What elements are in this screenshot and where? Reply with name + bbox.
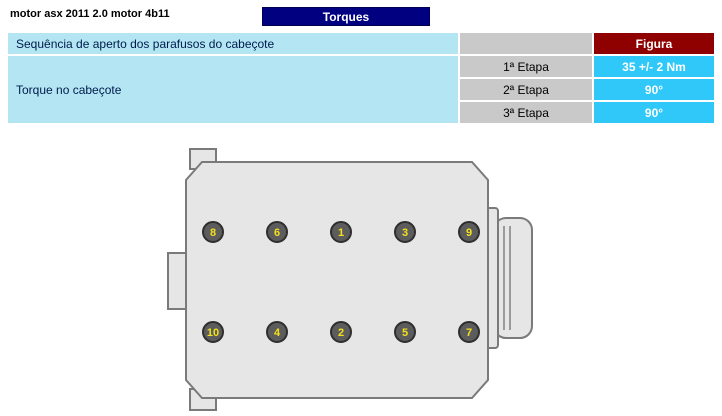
step-3-value-cell: 90° [594,102,714,123]
sequence-header-cell: Sequência de aperto dos parafusos do cab… [8,33,458,54]
bolt-number: 9 [466,227,472,239]
bolt-circle [330,321,352,343]
bolt-circle [394,321,416,343]
bolt-number: 3 [402,227,408,239]
bolt-5: 5 [394,321,416,343]
bolt-1: 1 [330,221,352,243]
bolt-circle [202,221,224,243]
torque-row-label-cell: Torque no cabeçote [8,56,458,123]
cylinder-head-body [185,161,489,399]
bolt-number: 4 [274,327,281,339]
bolt-circle [394,221,416,243]
page-title: motor asx 2011 2.0 motor 4b11 [10,8,170,20]
step-2-label-cell: 2ª Etapa [460,79,592,100]
bolt-number: 10 [207,327,219,339]
bolt-number: 7 [466,327,472,339]
engine-end-cap [493,217,533,339]
bolt-circle [458,321,480,343]
bolt-4: 4 [266,321,288,343]
bolt-3: 3 [394,221,416,243]
figura-header-cell: Figura [594,33,714,54]
bolt-2: 2 [330,321,352,343]
bolt-7: 7 [458,321,480,343]
engine-diagram: 8 6 1 3 9 10 4 2 5 7 [167,148,533,411]
bolt-6: 6 [266,221,288,243]
bolt-number: 1 [338,227,344,239]
bolt-9: 9 [458,221,480,243]
bolt-number: 2 [338,327,344,339]
step-3-label-cell: 3ª Etapa [460,102,592,123]
step-1-label-cell: 1ª Etapa [460,56,592,77]
bolt-8: 8 [202,221,224,243]
bolt-circle [202,321,224,343]
tab-torques[interactable]: Torques [262,7,430,26]
bolt-circle [266,221,288,243]
bolt-number: 5 [402,327,408,339]
bolt-number: 8 [210,227,216,239]
bolt-number: 6 [274,227,280,239]
empty-cell [460,33,592,54]
bolt-10: 10 [202,321,224,343]
bolt-circle [458,221,480,243]
bolt-circle [330,221,352,243]
step-2-value-cell: 90° [594,79,714,100]
torque-table: Sequência de aperto dos parafusos do cab… [8,33,714,123]
step-1-value-cell: 35 +/- 2 Nm [594,56,714,77]
bolt-circle [266,321,288,343]
